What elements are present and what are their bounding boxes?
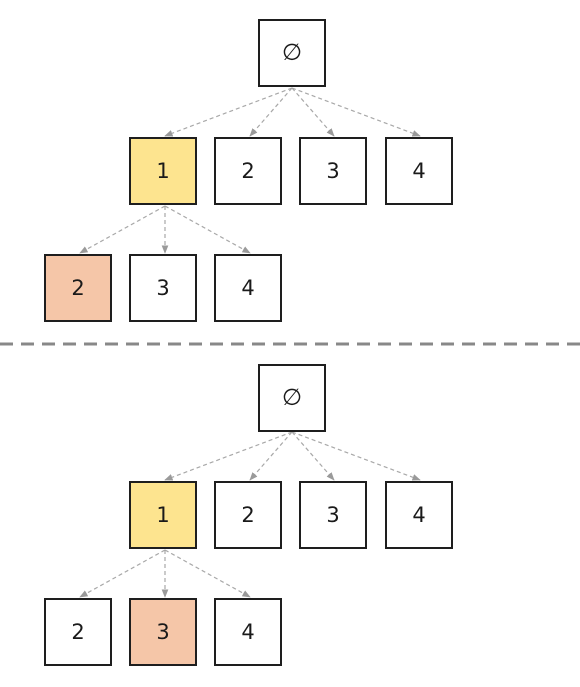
tree-edge bbox=[164, 205, 251, 254]
level2-node-2: 2 bbox=[44, 254, 112, 322]
tree-edge bbox=[291, 431, 421, 481]
tree-edge bbox=[164, 431, 293, 481]
tree-edge bbox=[164, 549, 251, 598]
level1-node-4: 4 bbox=[385, 137, 453, 205]
tree-edge bbox=[79, 549, 166, 598]
level2-node-2: 2 bbox=[44, 598, 112, 666]
level1-node-2: 2 bbox=[214, 481, 282, 549]
tree-edge bbox=[291, 87, 335, 137]
level1-node-4: 4 bbox=[385, 481, 453, 549]
level2-node-4: 4 bbox=[214, 598, 282, 666]
tree-edge bbox=[249, 87, 293, 137]
root-node-empty-set: ∅ bbox=[258, 364, 326, 432]
tree-edge bbox=[249, 431, 293, 481]
level1-node-3: 3 bbox=[299, 137, 367, 205]
root-node-empty-set: ∅ bbox=[258, 19, 326, 87]
tree-edge bbox=[79, 205, 166, 254]
tree-edge bbox=[291, 87, 421, 137]
level2-node-4: 4 bbox=[214, 254, 282, 322]
tree-edge bbox=[291, 431, 335, 481]
level1-node-2: 2 bbox=[214, 137, 282, 205]
level1-node-1: 1 bbox=[129, 137, 197, 205]
level1-node-1: 1 bbox=[129, 481, 197, 549]
panel-divider bbox=[0, 342, 580, 346]
level2-node-3: 3 bbox=[129, 254, 197, 322]
level1-node-3: 3 bbox=[299, 481, 367, 549]
tree-edge bbox=[164, 87, 293, 137]
level2-node-3: 3 bbox=[129, 598, 197, 666]
